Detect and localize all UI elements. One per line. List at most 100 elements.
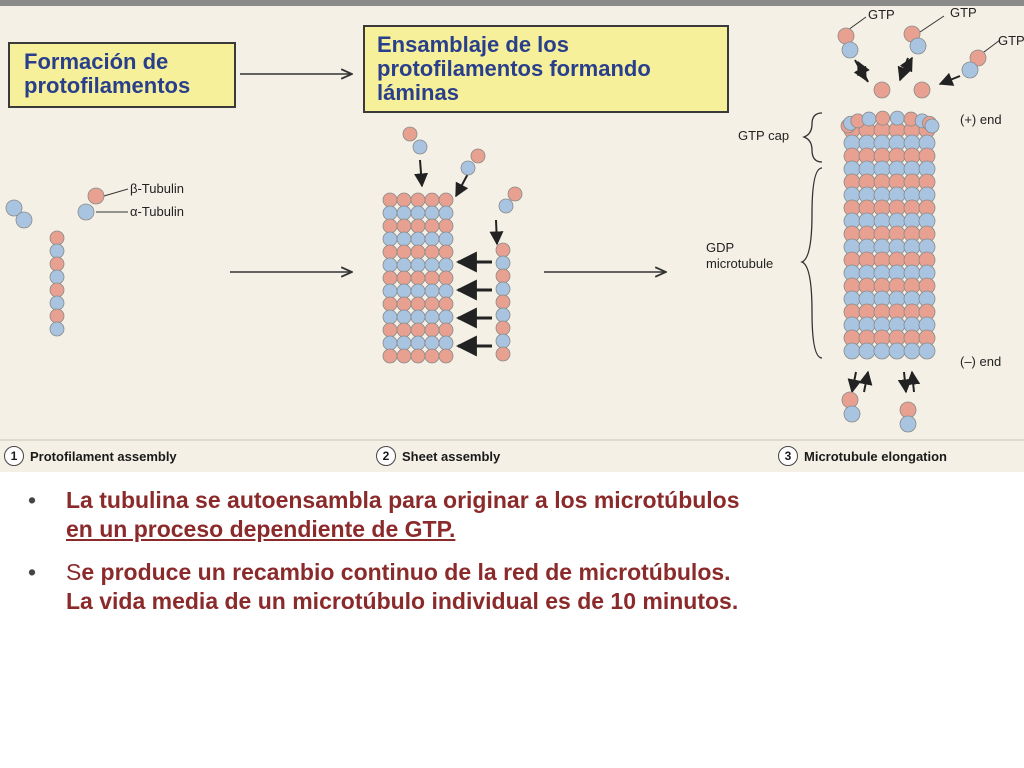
step-3-number: 3 — [778, 446, 798, 466]
alpha-tubulin-subunit — [396, 205, 412, 221]
beta-tubulin-subunit — [495, 346, 511, 362]
step-2-number: 2 — [376, 446, 396, 466]
beta-tubulin-subunit — [495, 320, 511, 336]
beta-tubulin-subunit — [470, 148, 486, 164]
assembly-line-1: Ensamblaje de los — [377, 32, 569, 57]
alpha-tubulin-subunit — [899, 415, 917, 433]
gdp-label-line-2: microtubule — [706, 256, 774, 271]
beta-tubulin-subunit — [969, 49, 987, 67]
alpha-tubulin-subunit — [410, 205, 426, 221]
beta-tubulin-subunit — [410, 322, 426, 338]
beta-tubulin-subunit — [396, 270, 412, 286]
beta-tubulin-subunit — [495, 294, 511, 310]
bullet-item-1: • La tubulina se autoensambla para origi… — [28, 486, 1008, 544]
beta-tubulin-subunit — [382, 192, 398, 208]
alpha-tubulin-subunit — [382, 309, 398, 325]
step-3-caption: 3 Microtubule elongation — [778, 446, 947, 466]
beta-tubulin-subunit — [410, 296, 426, 312]
beta-tubulin-subunit — [438, 192, 454, 208]
step-1-number: 1 — [4, 446, 24, 466]
alpha-tubulin-subunit — [918, 342, 936, 360]
alpha-tubulin-subunit — [438, 205, 454, 221]
alpha-tubulin-subunit — [424, 335, 440, 351]
alpha-tubulin-subunit — [396, 257, 412, 273]
beta-tubulin-subunit — [438, 322, 454, 338]
beta-tubulin-subunit — [438, 348, 454, 364]
beta-tubulin-subunit — [424, 218, 440, 234]
assembly-line-2: protofilamentos formando — [377, 56, 651, 82]
alpha-tubulin-subunit — [424, 257, 440, 273]
beta-tubulin-subunit — [410, 244, 426, 260]
alpha-tubulin-subunit — [396, 231, 412, 247]
alpha-tubulin-subunit — [495, 281, 511, 297]
beta-tubulin-subunit — [424, 348, 440, 364]
alpha-tubulin-subunit — [382, 231, 398, 247]
beta-tubulin-subunit — [837, 27, 855, 45]
beta-tubulin-subunit — [87, 187, 105, 205]
gtp-label-1: GTP — [868, 7, 895, 22]
beta-tubulin-subunit — [424, 192, 440, 208]
top-strip — [0, 0, 1024, 6]
alpha-tubulin-subunit — [438, 309, 454, 325]
alpha-tubulin-subunit — [382, 257, 398, 273]
gtp-cap-bracket — [802, 112, 823, 163]
alpha-tubulin-subunit — [5, 199, 23, 217]
alpha-tubulin-subunit — [903, 342, 921, 360]
alpha-tubulin-subunit — [843, 405, 861, 423]
beta-tubulin-subunit — [410, 218, 426, 234]
alpha-tubulin-subunit — [410, 335, 426, 351]
alpha-tubulin-subunit — [961, 61, 979, 79]
beta-tubulin-subunit — [382, 244, 398, 260]
beta-tubulin-subunit — [396, 322, 412, 338]
alpha-tubulin-subunit — [396, 309, 412, 325]
beta-tubulin-subunit — [438, 218, 454, 234]
beta-tubulin-subunit — [410, 270, 426, 286]
gtp-leader-1 — [847, 16, 867, 31]
bullet-list: • La tubulina se autoensambla para origi… — [28, 486, 1008, 630]
step-3-label: Microtubule elongation — [804, 448, 947, 464]
alpha-tubulin-subunit — [382, 335, 398, 351]
beta-tubulin-subunit — [495, 242, 511, 258]
beta-tubulin-subunit — [424, 322, 440, 338]
exchange-arrow — [857, 60, 870, 83]
beta-tubulin-subunit — [396, 218, 412, 234]
beta-tubulin-subunit — [873, 81, 891, 99]
bullet-item-2: • Se produce un recambio continuo de la … — [28, 558, 1008, 616]
alpha-tubulin-subunit — [495, 333, 511, 349]
beta-tubulin-subunit — [424, 270, 440, 286]
alpha-tubulin-subunit — [382, 205, 398, 221]
exchange-arrow — [853, 59, 867, 82]
beta-tubulin-subunit — [382, 218, 398, 234]
alpha-tubulin-subunit — [77, 203, 95, 221]
beta-tubulin-subunit — [410, 192, 426, 208]
alpha-tubulin-subunit — [424, 205, 440, 221]
alpha-tubulin-subunit — [396, 283, 412, 299]
alpha-tubulin-subunit — [843, 342, 861, 360]
alpha-tubulin-subunit — [873, 342, 891, 360]
diagram-canvas — [0, 0, 1024, 441]
alpha-tubulin-subunit — [841, 41, 859, 59]
rim-tubulin-subunit — [861, 111, 877, 127]
beta-tubulin-subunit — [495, 268, 511, 284]
alpha-tubulin-subunit — [858, 342, 876, 360]
alpha-tubulin-subunit — [49, 295, 65, 311]
alpha-tubulin-label: α-Tubulin — [130, 204, 184, 219]
exchange-arrow — [847, 371, 862, 394]
alpha-tubulin-subunit — [49, 269, 65, 285]
beta-tubulin-subunit — [382, 270, 398, 286]
bullet-2-text-block: Se produce un recambio continuo de la re… — [66, 558, 738, 616]
exchange-arrow — [906, 370, 921, 393]
bullet-2-line-2: La vida media de un microtúbulo individu… — [66, 588, 739, 614]
alpha-tubulin-subunit — [410, 283, 426, 299]
alpha-tubulin-subunit — [438, 335, 454, 351]
gdp-label-line-1: GDP — [706, 240, 735, 255]
alpha-tubulin-subunit — [498, 198, 514, 214]
formation-title-box: Formación de protofilamentos — [8, 42, 236, 108]
alpha-tubulin-subunit — [410, 257, 426, 273]
bullet-marker: • — [28, 487, 37, 513]
alpha-tubulin-subunit — [438, 231, 454, 247]
exchange-arrow — [899, 56, 913, 81]
alpha-tubulin-subunit — [49, 243, 65, 259]
formation-line-2: protofilamentos — [24, 73, 191, 99]
rim-tubulin-subunit — [875, 110, 891, 126]
